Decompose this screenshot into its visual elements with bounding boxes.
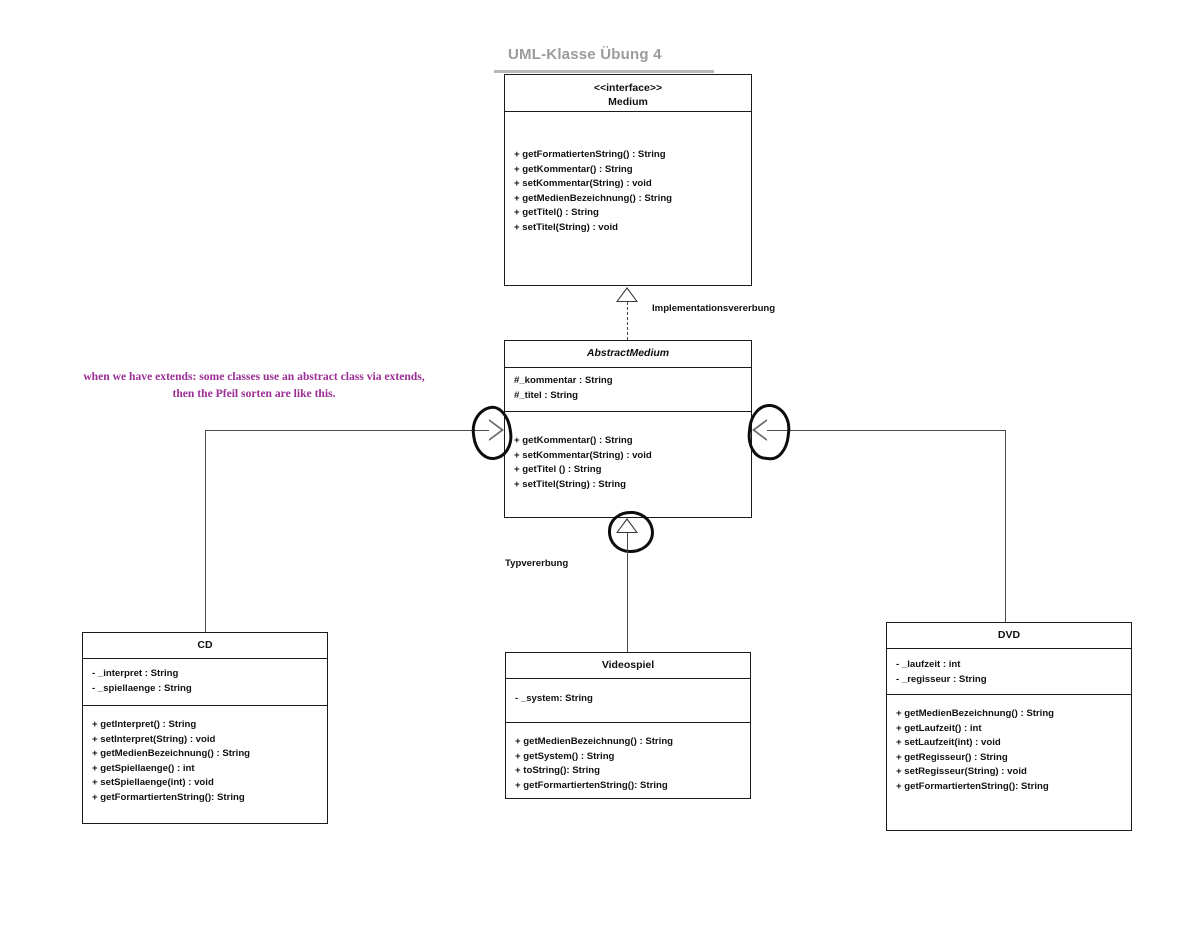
uml-class-medium-stereotype: <<interface>> (593, 82, 663, 94)
uml-class-videospiel[interactable]: Videospiel - _system: String + getMedien… (505, 652, 751, 799)
annotation-note-extends: when we have extends: some classes use a… (36, 368, 472, 402)
uml-class-dvd[interactable]: DVD - _laufzeit : int - _regisseur : Str… (886, 622, 1132, 831)
videospiel-inheritance-arrowhead-icon (616, 518, 638, 533)
uml-member: + setSpiellaenge(int) : void (92, 777, 214, 789)
uml-member: + getLaufzeit() : int (896, 722, 982, 734)
videospiel-inheritance-line (627, 533, 628, 652)
uml-class-medium[interactable]: <<interface>> Medium + getFormatiertenSt… (504, 74, 752, 286)
uml-member: + getTitel () : String (514, 464, 602, 476)
dvd-inheritance-line-horizontal (760, 430, 1005, 431)
dvd-inheritance-line-vertical (1005, 430, 1006, 622)
cd-inheritance-line-vertical (205, 430, 206, 632)
uml-class-dvd-methods: + getMedienBezeichnung() : String + getL… (887, 694, 1131, 832)
uml-member: + getTitel() : String (514, 207, 599, 219)
uml-class-cd-methods: + getInterpret() : String + setInterpret… (83, 705, 327, 825)
uml-member: + setKommentar(String) : void (514, 449, 652, 461)
cd-inheritance-line-horizontal (205, 430, 500, 431)
uml-class-cd[interactable]: CD - _interpret : String - _spiellaenge … (82, 632, 328, 824)
uml-class-abstractmedium-name: AbstractMedium (586, 347, 670, 359)
uml-class-videospiel-header: Videospiel (506, 653, 750, 678)
uml-member: + getInterpret() : String (92, 719, 197, 730)
uml-class-abstractmedium-attributes: #_kommentar : String #_titel : String (505, 367, 751, 411)
uml-member: #_kommentar : String (514, 375, 613, 386)
dvd-inheritance-arrowhead-icon (752, 419, 767, 441)
uml-member: + setRegisseur(String) : void (896, 766, 1027, 778)
uml-member: + getSpiellaenge() : int (92, 762, 195, 774)
uml-member: + getSystem() : String (515, 750, 615, 762)
uml-class-dvd-attributes: - _laufzeit : int - _regisseur : String (887, 648, 1131, 694)
uml-member: - _regisseur : String (896, 673, 987, 685)
cd-inheritance-arrowhead-icon (489, 419, 504, 441)
uml-member: + getFormatiertenString() : String (514, 149, 666, 160)
uml-member: + getKommentar() : String (514, 435, 633, 446)
uml-member: #_titel : String (514, 389, 578, 401)
uml-member: - _system: String (515, 693, 593, 704)
uml-class-videospiel-attributes: - _system: String (506, 678, 750, 722)
uml-member: + getFormartiertenString(): String (896, 780, 1049, 792)
uml-member: + getRegisseur() : String (896, 751, 1008, 763)
uml-class-abstractmedium[interactable]: AbstractMedium #_kommentar : String #_ti… (504, 340, 752, 518)
uml-member: + setTitel(String) : void (514, 221, 619, 233)
uml-class-medium-methods: + getFormatiertenString() : String + get… (505, 111, 751, 285)
implementation-inheritance-line (627, 302, 628, 340)
uml-member: + setKommentar(String) : void (514, 178, 652, 190)
uml-member: - _interpret : String (92, 668, 179, 679)
uml-class-dvd-name: DVD (997, 629, 1021, 641)
implementation-arrowhead-icon (616, 287, 638, 302)
edge-label-implementation: Implementationsvererbung (652, 303, 776, 314)
uml-class-videospiel-methods: + getMedienBezeichnung() : String + getS… (506, 722, 750, 800)
uml-member: + getMedienBezeichnung() : String (515, 736, 674, 747)
page-title: UML-Klasse Übung 4 (508, 46, 662, 63)
uml-class-abstractmedium-methods: + getKommentar() : String + setKommentar… (505, 411, 751, 519)
uml-class-dvd-header: DVD (887, 623, 1131, 648)
uml-class-cd-header: CD (83, 633, 327, 658)
annotation-note-line-1: when we have extends: some classes use a… (83, 370, 425, 383)
uml-member: + setTitel(String) : String (514, 478, 627, 490)
uml-member: + getFormartiertenString(): String (515, 779, 668, 791)
title-underline (494, 70, 714, 73)
uml-member: + getMedienBezeichnung() : String (514, 192, 673, 204)
uml-member: + toString(): String (515, 765, 600, 777)
annotation-note-line-2: then the Pfeil sorten are like this. (172, 387, 336, 400)
uml-class-abstractmedium-header: AbstractMedium (505, 341, 751, 367)
uml-class-cd-name: CD (197, 639, 213, 651)
uml-member: + getMedienBezeichnung() : String (92, 748, 251, 760)
uml-member: + setInterpret(String) : void (92, 733, 216, 745)
uml-member: + getMedienBezeichnung() : String (896, 708, 1055, 719)
uml-class-medium-name: Medium (608, 96, 648, 108)
uml-member: + setLaufzeit(int) : void (896, 737, 1001, 749)
edge-label-type-inheritance: Typvererbung (505, 558, 569, 569)
uml-class-medium-header: <<interface>> Medium (505, 75, 751, 111)
uml-class-videospiel-name: Videospiel (601, 659, 655, 671)
uml-member: + getKommentar() : String (514, 163, 633, 175)
uml-member: - _spiellaenge : String (92, 682, 192, 694)
uml-member: + getFormartiertenString(): String (92, 791, 245, 803)
uml-class-cd-attributes: - _interpret : String - _spiellaenge : S… (83, 658, 327, 705)
uml-member: - _laufzeit : int (896, 659, 961, 670)
